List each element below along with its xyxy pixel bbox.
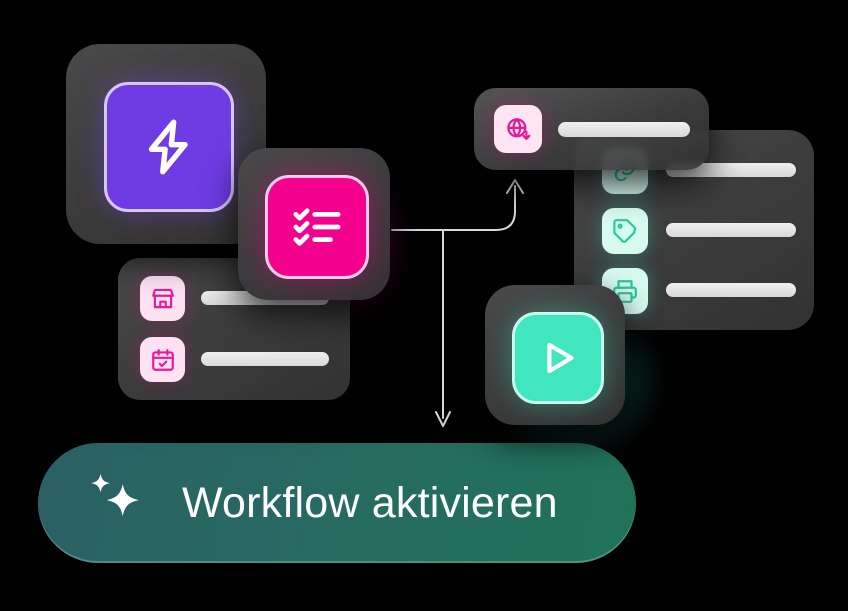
checklist-icon [293,208,341,246]
play-icon [547,342,574,374]
arrowhead-up [506,179,524,194]
list-row-icon-calendar-check[interactable] [140,337,185,382]
node-icon-tile-lightning[interactable] [104,82,234,212]
list-row-bar-calendar [201,352,329,366]
node-card-checklist[interactable] [238,148,390,300]
list-row-icon-store[interactable] [140,276,185,321]
list-row-icon-globe-download[interactable] [494,105,542,153]
node-icon-tile-play[interactable] [512,312,604,404]
tag-icon [613,219,637,243]
lightning-bolt-icon [148,119,188,175]
activate-workflow-button[interactable]: Workflow aktivieren [38,443,636,563]
arrowhead-down [435,411,451,427]
activate-workflow-label: Workflow aktivieren [182,478,558,527]
list-row-bar-3 [666,283,796,297]
store-icon [151,288,174,308]
node-card-trigger[interactable] [66,44,266,244]
node-icon-tile-checklist[interactable] [265,175,369,279]
list-card-floating-top[interactable] [474,88,709,170]
list-row-icon-tag[interactable] [602,208,648,254]
node-card-play[interactable] [485,285,625,425]
list-row-bar-globe [558,122,690,137]
sparkle-icon [78,464,152,543]
connector-path-up [391,185,516,231]
calendar-check-icon [151,348,174,371]
globe-download-icon [506,117,530,140]
list-row-bar-2 [666,223,796,237]
